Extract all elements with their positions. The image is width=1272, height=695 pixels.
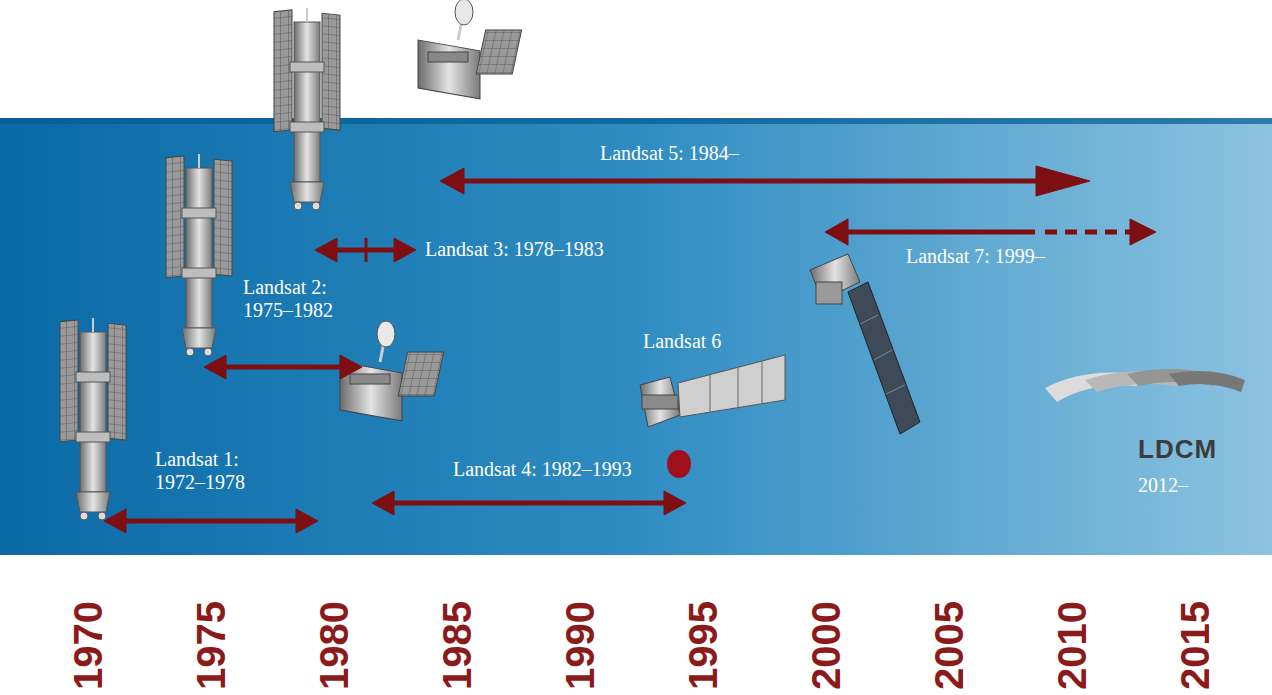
year-label: 2005 bbox=[929, 601, 969, 690]
mission-label: Landsat 4: 1982–1993 bbox=[453, 458, 673, 481]
year-label: 1975 bbox=[191, 601, 231, 690]
year-label: 1980 bbox=[314, 601, 354, 690]
year-label: 1970 bbox=[68, 601, 108, 690]
mission-label: Landsat 7: 1999– bbox=[906, 245, 1106, 268]
mission-label: Landsat 2: 1975–1982 bbox=[243, 276, 353, 322]
year-label: 2000 bbox=[806, 601, 846, 690]
logo-text: LDCM bbox=[1138, 434, 1258, 465]
year-label: 1995 bbox=[683, 601, 723, 690]
year-label: 2015 bbox=[1175, 601, 1215, 690]
mission-label: Landsat 1: 1972–1978 bbox=[155, 448, 265, 494]
year-label: 1985 bbox=[437, 601, 477, 690]
year-label: 1990 bbox=[560, 601, 600, 690]
mission-label: Landsat 6 bbox=[643, 330, 763, 353]
mission-label: 2012– bbox=[1138, 474, 1238, 497]
mission-label: Landsat 5: 1984– bbox=[600, 142, 820, 165]
year-label: 2010 bbox=[1052, 601, 1092, 690]
mission-label: Landsat 3: 1978–1983 bbox=[425, 238, 665, 261]
